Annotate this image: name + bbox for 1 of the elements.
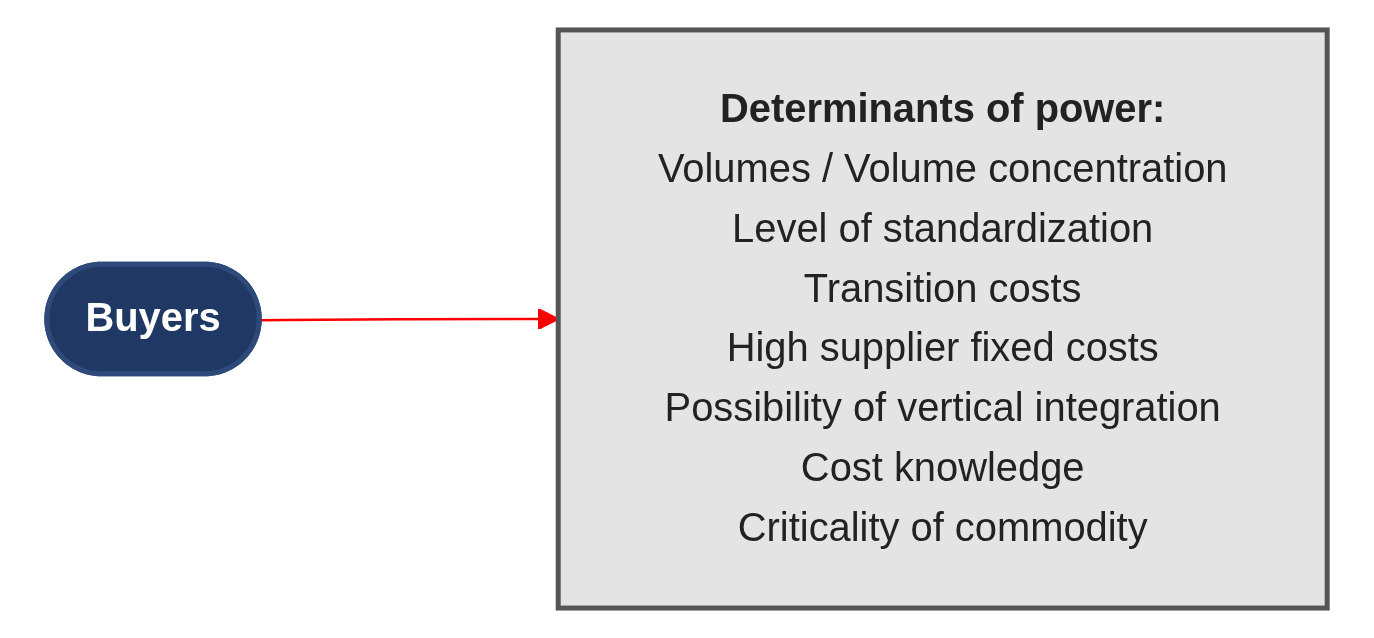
node-box: Determinants of power: Volumes / Volume concentration Level of standardization Transition costs High supplier fixed costs Possibility of vertical integration Cost knowledge Criticality of commodity xyxy=(555,27,1330,611)
